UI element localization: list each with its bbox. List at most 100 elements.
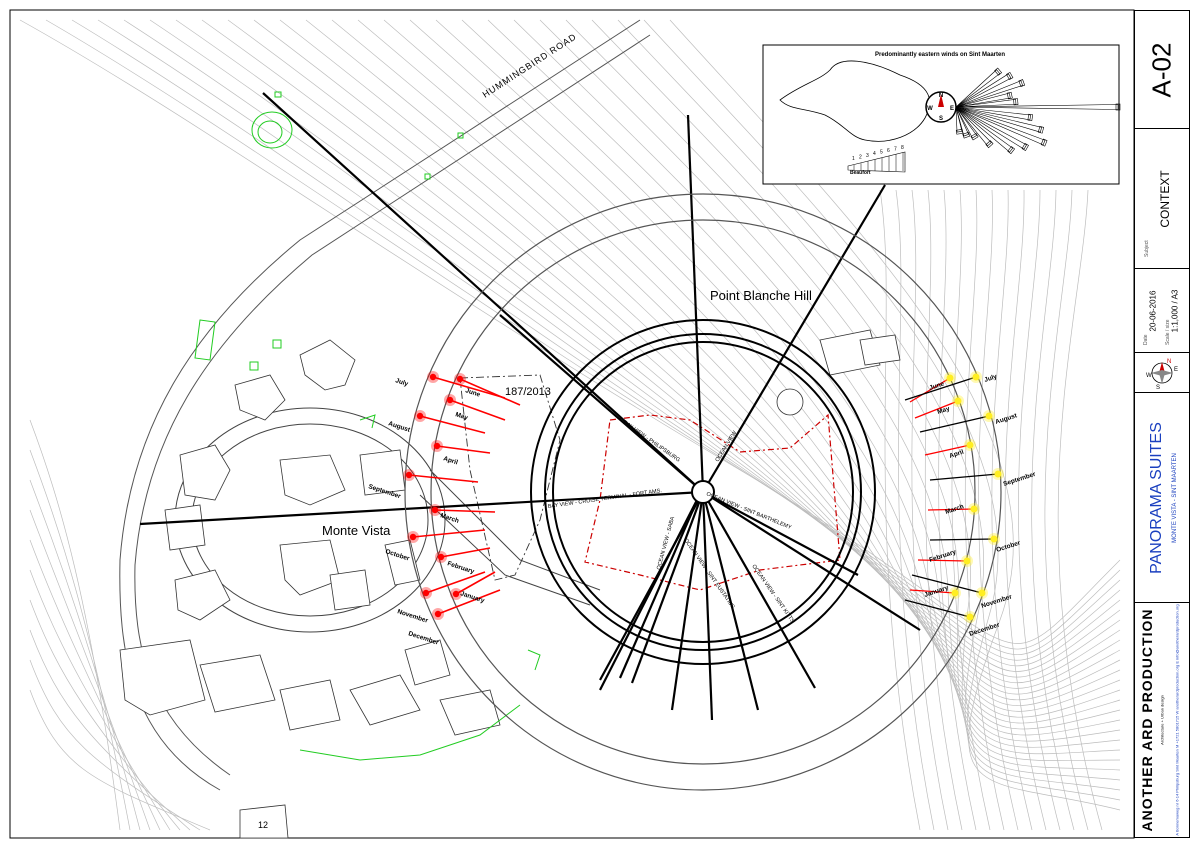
contour-line bbox=[175, 19, 1121, 678]
beaufort-number: 8 bbox=[901, 145, 904, 151]
wind-spoke bbox=[955, 98, 1017, 108]
sunset-month-label: February bbox=[446, 560, 475, 575]
view-ray bbox=[630, 491, 705, 684]
sunset-dot bbox=[437, 553, 445, 561]
sunset-line bbox=[436, 445, 491, 454]
sun-path-dots bbox=[403, 371, 1004, 623]
project-location: MONTE VISTA - SINT MAARTEN bbox=[1172, 453, 1178, 543]
sunrise-dot bbox=[966, 441, 974, 449]
sunrise-line bbox=[904, 599, 971, 618]
contour-line bbox=[71, 19, 1121, 656]
sunset-line bbox=[412, 529, 486, 538]
contour-line bbox=[435, 19, 1121, 736]
sunrise-month-label: August bbox=[994, 412, 1018, 426]
contour-line bbox=[19, 19, 1121, 644]
wind-spoke-end bbox=[1018, 79, 1026, 87]
sheet-number-cell: A-02 bbox=[1135, 11, 1189, 129]
sunrise-month-label: February bbox=[928, 549, 957, 564]
wind-spoke-end bbox=[1007, 146, 1016, 155]
sunset-line bbox=[437, 589, 501, 615]
building-footprint bbox=[279, 454, 346, 506]
sunset-dot bbox=[422, 589, 430, 597]
sunrise-dot bbox=[990, 535, 998, 543]
firm-cell: ANOTHER ARD PRODUCTION Architecture + Ur… bbox=[1135, 603, 1189, 837]
building-footprint bbox=[279, 679, 341, 731]
firm-address: A Bonnemaweg nr 6-14 Philipsburg Sint Ma… bbox=[1174, 604, 1180, 836]
view-ray bbox=[701, 491, 714, 721]
view-ray bbox=[618, 495, 701, 679]
view-label: OCEAN VIEW - SINT BARTHELEMY bbox=[705, 491, 792, 531]
parcel-label: 187/2013 bbox=[505, 386, 551, 398]
building-footprint bbox=[329, 569, 371, 611]
wind-spoke bbox=[955, 106, 992, 147]
wind-spoke-end bbox=[962, 131, 971, 139]
wind-spoke bbox=[955, 73, 1012, 108]
sunrise-line bbox=[909, 589, 956, 594]
sunrise-line bbox=[929, 473, 999, 481]
sunset-line bbox=[449, 399, 506, 421]
wind-spoke-end bbox=[970, 132, 979, 141]
contour-line bbox=[29, 419, 121, 831]
view-ray bbox=[499, 314, 704, 493]
sunset-month-label: May bbox=[454, 411, 469, 422]
sunset-line bbox=[440, 547, 491, 558]
beaufort-label: Beaufort bbox=[850, 170, 871, 176]
view-ray bbox=[702, 491, 816, 689]
wind-spoke-end bbox=[985, 140, 994, 149]
sunrise-line bbox=[904, 376, 977, 401]
building-footprint bbox=[439, 689, 501, 736]
subject-cell: Subject CONTEXT bbox=[1135, 129, 1189, 269]
outer-view-ring-inner bbox=[430, 219, 976, 765]
wind-inset: Predominantly eastern winds on Sint Maar… bbox=[762, 44, 1121, 185]
sunset-month-label: April bbox=[442, 455, 458, 466]
sunrise-dot bbox=[951, 589, 959, 597]
wind-spoke bbox=[955, 106, 1031, 121]
wind-spoke bbox=[955, 106, 978, 139]
wind-spoke-end bbox=[955, 129, 964, 135]
contour-line bbox=[951, 189, 991, 831]
view-ray bbox=[670, 491, 705, 711]
contour-line bbox=[279, 19, 1121, 700]
contour-line bbox=[29, 689, 211, 831]
sunset-month-label: June bbox=[464, 387, 481, 398]
contour-line bbox=[29, 509, 151, 831]
building-footprint bbox=[119, 639, 206, 716]
sunrise-month-label: March bbox=[944, 503, 964, 516]
sunset-dot bbox=[434, 610, 442, 618]
building-footprint bbox=[234, 374, 286, 421]
contour-line bbox=[29, 629, 191, 831]
sunrise-line bbox=[924, 444, 971, 456]
date-value: 20-06-2016 bbox=[1148, 290, 1158, 332]
sunset-line bbox=[459, 378, 521, 406]
sunrise-dot bbox=[954, 397, 962, 405]
outer-view-ring-outer bbox=[404, 193, 1002, 791]
neighborhood-label: Monte Vista bbox=[322, 523, 391, 538]
sun-path-lines bbox=[408, 376, 999, 618]
wind-compass-s: S bbox=[939, 116, 943, 122]
contour-line bbox=[45, 19, 1121, 650]
view-ray bbox=[702, 491, 921, 631]
sunset-month-label: July bbox=[394, 377, 409, 388]
contour-line bbox=[253, 19, 1121, 695]
contour-line bbox=[1057, 189, 1103, 831]
contour-line bbox=[29, 479, 141, 831]
contour-line bbox=[964, 189, 1005, 831]
contour-line bbox=[911, 189, 949, 831]
beaufort-number: 4 bbox=[873, 151, 876, 157]
building-footprint bbox=[404, 639, 451, 686]
view-ray bbox=[702, 491, 859, 576]
wind-rose bbox=[955, 67, 1121, 155]
wind-spoke bbox=[955, 106, 970, 137]
sunrise-month-label: May bbox=[936, 405, 951, 416]
contour-line bbox=[487, 19, 1121, 748]
date-label: Date bbox=[1143, 334, 1149, 345]
sunrise-dot bbox=[978, 589, 986, 597]
hill-label: Point Blanche Hill bbox=[710, 288, 812, 303]
wind-spoke-end bbox=[1037, 125, 1045, 134]
sunrise-month-label: April bbox=[948, 449, 964, 460]
contour-line bbox=[123, 19, 1121, 667]
sunrise-dot bbox=[966, 613, 974, 621]
contour-line bbox=[991, 189, 1033, 831]
view-ray bbox=[599, 495, 700, 691]
